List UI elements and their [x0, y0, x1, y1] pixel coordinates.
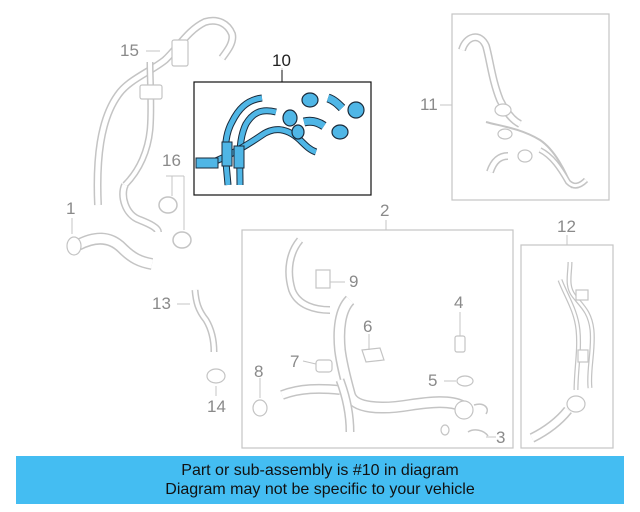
part-13-14-drawing	[177, 289, 226, 396]
callout-2: 2	[380, 201, 389, 220]
part-15-pipe-drawing	[93, 16, 237, 233]
callout-12: 12	[557, 217, 576, 236]
callout-13: 13	[152, 294, 171, 313]
callout-14: 14	[207, 397, 226, 416]
part-2-drawing	[252, 237, 496, 438]
parts-diagram: 1 2 3 4 5 6 7 8 9 10 11 12 13 14 15 16	[66, 13, 614, 449]
part-11-box	[451, 13, 610, 201]
part-12-drawing	[529, 261, 595, 443]
callout-9: 9	[349, 272, 358, 291]
callout-5: 5	[428, 371, 437, 390]
callout-10: 10	[272, 51, 291, 70]
callout-1: 1	[66, 199, 75, 218]
part-1-hose-drawing	[66, 218, 154, 270]
callout-3: 3	[496, 428, 505, 447]
part-2-box	[241, 229, 514, 449]
callout-8: 8	[254, 362, 263, 381]
callout-15: 15	[120, 41, 139, 60]
part-11-drawing	[458, 33, 589, 189]
info-banner: Part or sub-assembly is #10 in diagram D…	[16, 456, 624, 504]
callout-16: 16	[162, 151, 181, 170]
part-16-clamps-drawing	[158, 175, 192, 249]
callout-11: 11	[420, 95, 438, 114]
info-banner-line-2: Diagram may not be specific to your vehi…	[165, 481, 475, 498]
callout-4: 4	[454, 293, 463, 312]
callout-6: 6	[363, 317, 372, 336]
info-banner-line-1: Part or sub-assembly is #10 in diagram	[181, 462, 459, 479]
part-10-highlighted-pipes	[195, 92, 365, 186]
callout-7: 7	[290, 352, 299, 371]
